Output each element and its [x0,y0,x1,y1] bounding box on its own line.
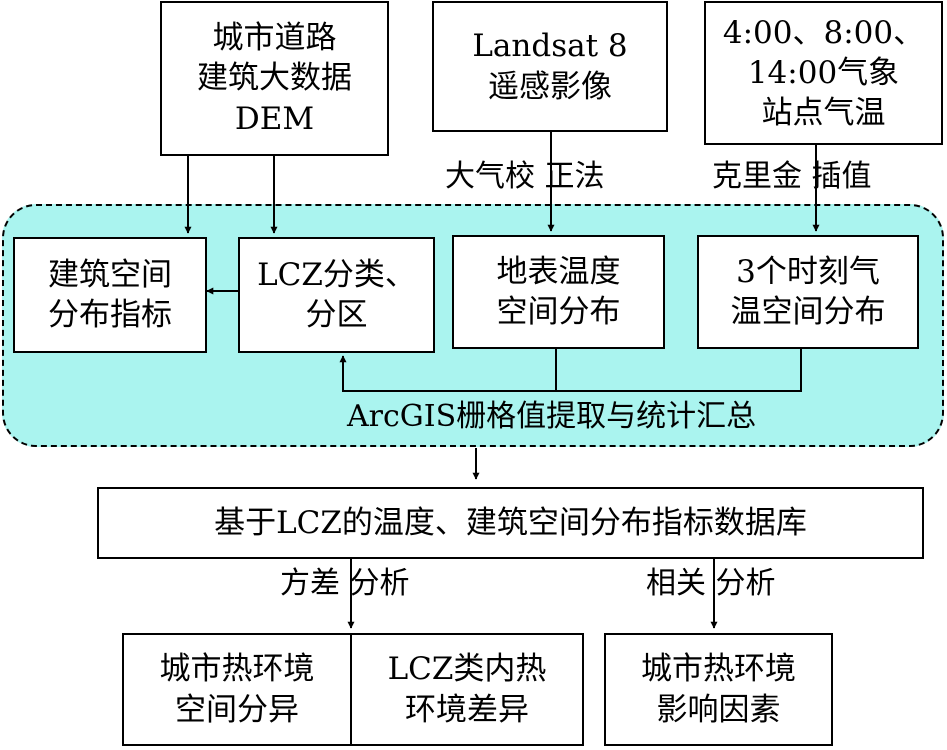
label-atmospheric-correction: 大气校 正法 [445,159,605,194]
building-index-box: 建筑空间 分布指标 [13,237,207,353]
input-landsat-box: Landsat 8 遥感影像 [432,1,668,132]
input-urban-data-line-1: 城市道路 [212,20,337,57]
input-urban-data-line-2: 建筑大数据 [197,60,352,97]
database-label: 基于LCZ的温度、建筑空间分布指标数据库 [214,504,807,541]
lcz-internal-difference-box: LCZ类内热 环境差异 [350,633,584,746]
lcz-classification-line-1: LCZ分类、 [257,256,416,293]
input-weather-line-1: 4:00、8:00、 [722,14,925,51]
input-weather-box: 4:00、8:00、 14:00气象 站点气温 [704,1,943,145]
air-temperature-line-2: 温空间分布 [730,294,886,330]
connector-lst-temperature-to-lcz [339,349,557,392]
heat-spatial-variation-box: 城市热环境 空间分异 [122,633,352,746]
input-landsat-line-2: 遥感影像 [488,68,612,105]
input-urban-data-line-3: DEM [234,100,315,137]
label-arcgis-summary: ArcGIS栅格值提取与统计汇总 [347,399,757,434]
label-variance-analysis: 方差 分析 [280,566,410,601]
building-index-line-2: 分布指标 [48,297,172,333]
building-index-line-1: 建筑空间 [48,256,172,293]
land-surface-temperature-line-2: 空间分布 [496,294,621,330]
label-correlation-analysis: 相关 分析 [646,566,776,601]
land-surface-temperature-line-1: 地表温度 [496,253,621,290]
input-weather-line-2: 14:00气象 [747,54,900,91]
heat-influencing-factors-line-2: 影响因素 [656,691,781,728]
heat-spatial-variation-line-1: 城市热环境 [159,651,315,688]
input-weather-line-3: 站点气温 [761,95,886,132]
label-kriging: 克里金 插值 [712,159,872,194]
lcz-internal-difference-line-2: 环境差异 [405,691,529,728]
air-temperature-line-1: 3个时刻气 [736,253,880,290]
lcz-internal-difference-line-1: LCZ类内热 [387,651,547,688]
input-urban-data-box: 城市道路 建筑大数据 DEM [160,1,389,156]
input-landsat-line-1: Landsat 8 [472,28,628,65]
air-temperature-box: 3个时刻气 温空间分布 [697,235,919,349]
database-box: 基于LCZ的温度、建筑空间分布指标数据库 [97,487,924,559]
heat-influencing-factors-box: 城市热环境 影响因素 [604,633,833,746]
land-surface-temperature-box: 地表温度 空间分布 [452,235,665,349]
heat-spatial-variation-line-2: 空间分异 [175,691,299,728]
lcz-classification-line-2: 分区 [305,297,368,333]
connector-temperature-join [556,349,802,392]
heat-influencing-factors-line-1: 城市热环境 [641,651,796,688]
lcz-classification-box: LCZ分类、 分区 [238,237,435,353]
